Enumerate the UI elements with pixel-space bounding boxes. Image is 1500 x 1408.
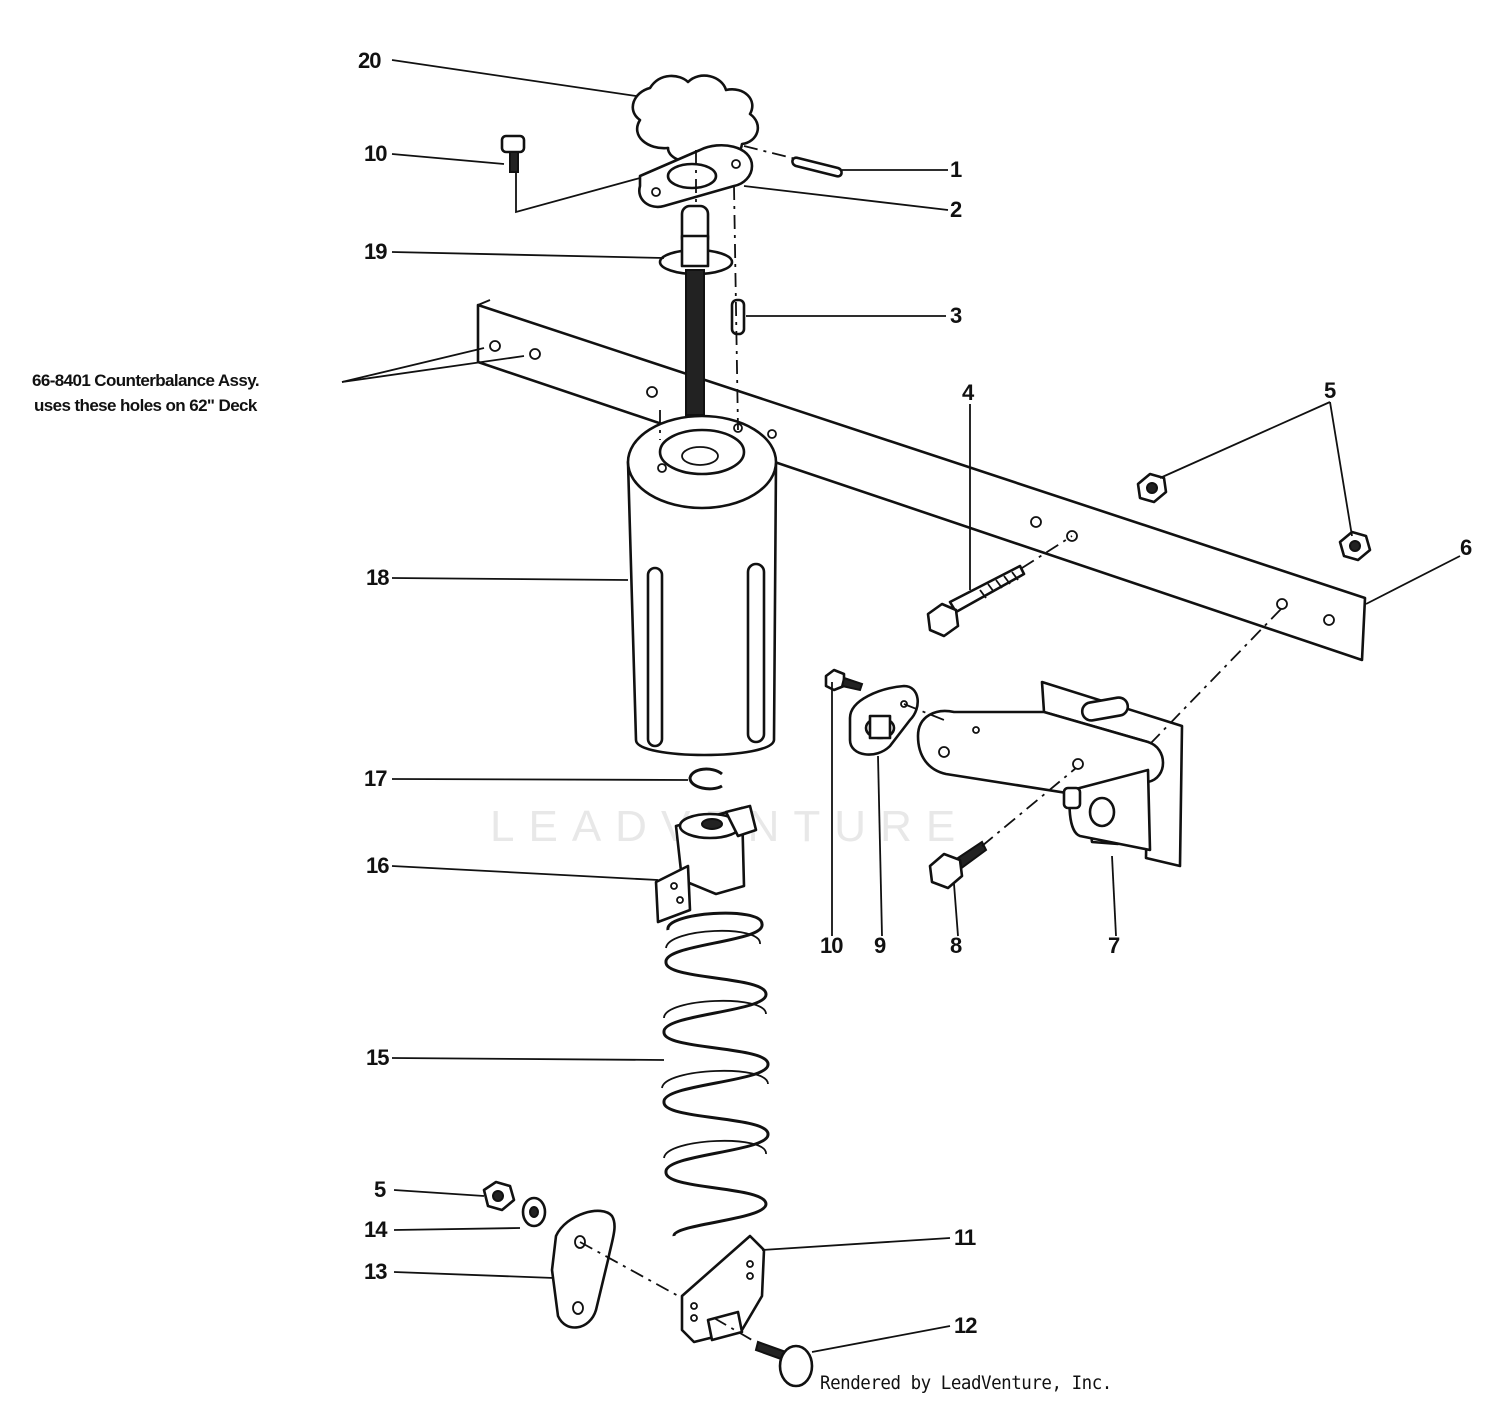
callout-6: 6 [1460, 535, 1472, 560]
e-clip [688, 767, 723, 791]
screw-top [500, 134, 526, 173]
assembly-lines [515, 145, 1283, 1341]
callout-7: 7 [1108, 933, 1120, 958]
callout-15: 15 [366, 1045, 390, 1070]
long-bolt [926, 564, 1026, 638]
lower-washer [521, 1196, 547, 1228]
counterbalance-note-line2: uses these holes on 62" Deck [34, 396, 257, 415]
roll-pin [791, 156, 843, 178]
callout-12: 12 [954, 1313, 978, 1338]
stud-plate [848, 684, 919, 756]
lower-bolt [754, 1340, 814, 1388]
upper-nut-b [1338, 530, 1372, 562]
upper-spring-seat [654, 804, 758, 924]
callout-10-lower: 10 [820, 933, 844, 958]
callout-5-upper: 5 [1324, 378, 1336, 403]
callout-13: 13 [364, 1259, 388, 1284]
callout-3: 3 [950, 303, 962, 328]
lower-nut [482, 1180, 516, 1212]
lower-spring-bracket [680, 1234, 766, 1344]
callout-19: 19 [364, 239, 388, 264]
callout-16: 16 [366, 853, 390, 878]
callout-17: 17 [364, 766, 388, 791]
callout-5-lower: 5 [374, 1177, 386, 1202]
leader-lines [341, 59, 1461, 1353]
callout-20: 20 [358, 48, 382, 73]
mounting-plate [638, 143, 754, 209]
callout-11: 11 [954, 1225, 976, 1250]
callout-2: 2 [950, 197, 962, 222]
screw-lower [824, 668, 864, 692]
compression-spring [661, 911, 770, 1237]
spring-tube [626, 414, 778, 757]
upper-nut-a [1136, 472, 1168, 504]
link-plate [550, 1209, 616, 1329]
counterbalance-note-line1: 66-8401 Counterbalance Assy. [32, 371, 260, 390]
bracket-bolt [928, 840, 988, 890]
callout-4: 4 [962, 380, 974, 405]
mounting-bracket [916, 680, 1184, 868]
callout-9: 9 [874, 933, 886, 958]
callout-10-top: 10 [364, 141, 388, 166]
callout-14: 14 [364, 1217, 388, 1242]
callout-18: 18 [366, 565, 390, 590]
deck-bar [476, 299, 1367, 662]
spring-pin [730, 298, 746, 336]
callout-1: 1 [950, 157, 962, 182]
callout-8: 8 [950, 933, 962, 958]
render-credit: Rendered by LeadVenture, Inc. [820, 1372, 1112, 1394]
threaded-shaft [658, 204, 734, 416]
